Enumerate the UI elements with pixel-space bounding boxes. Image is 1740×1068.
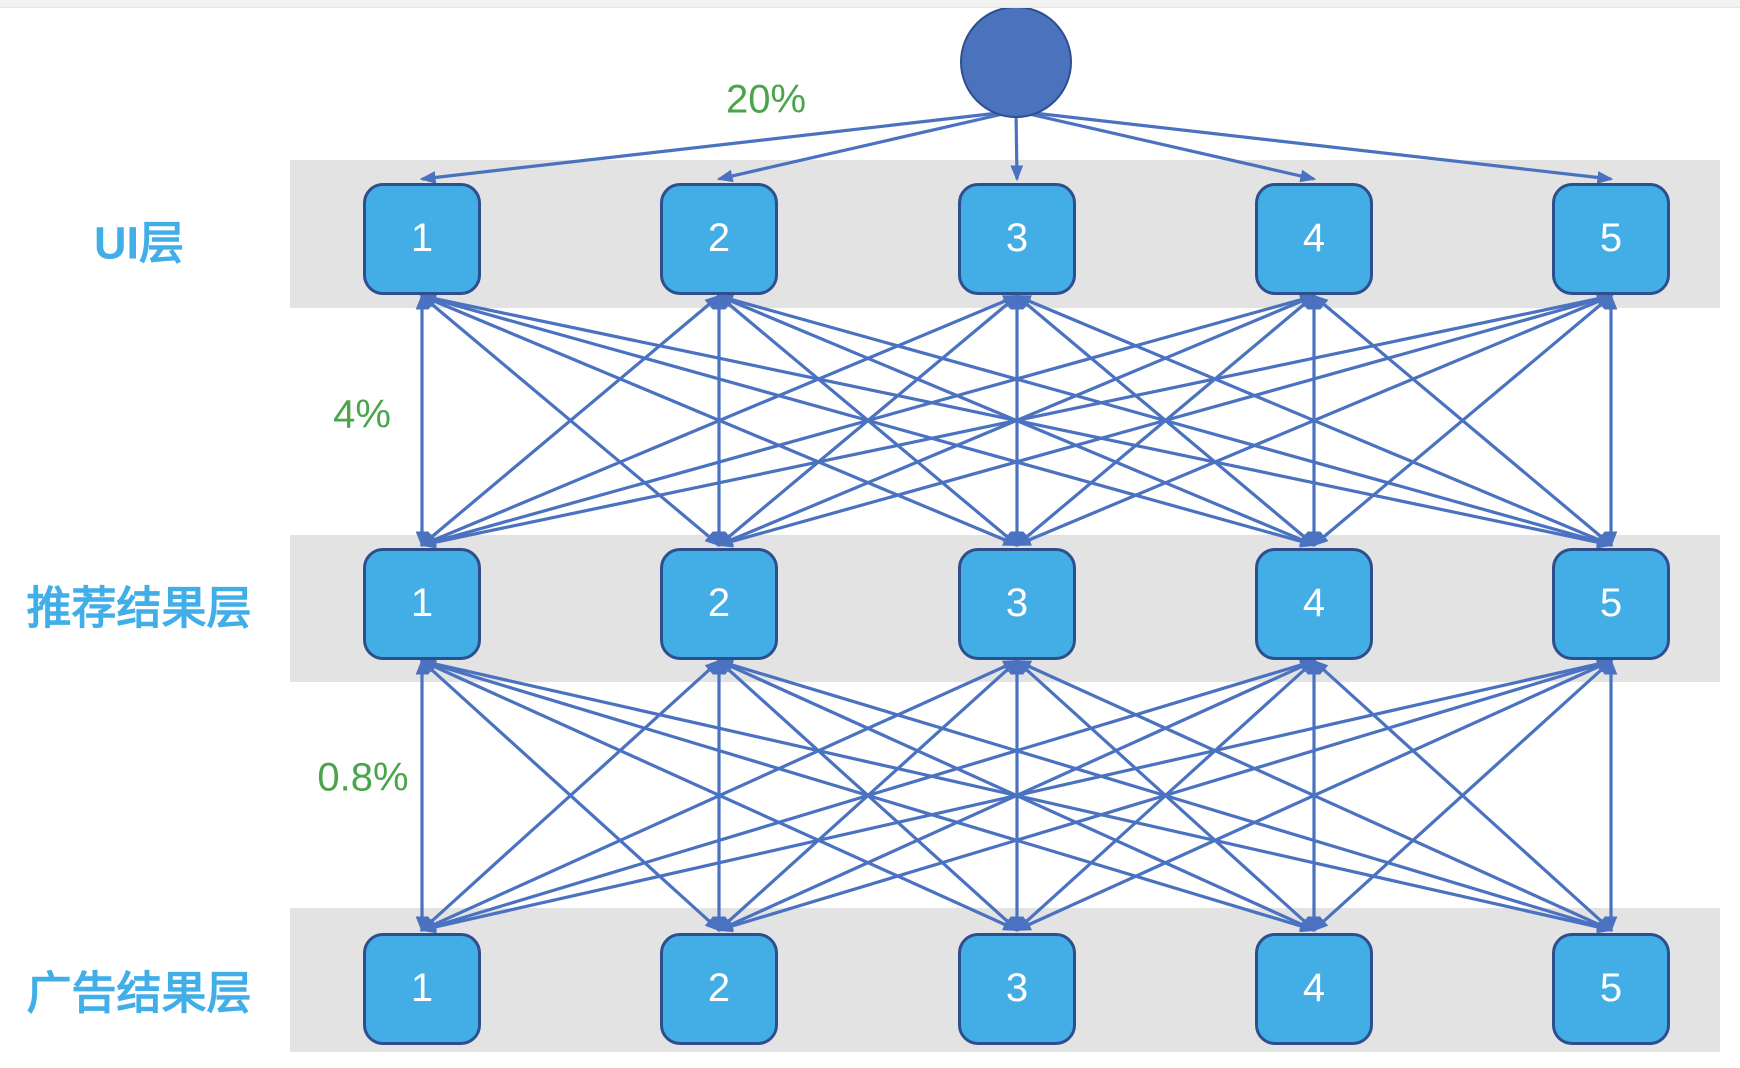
node-ui-2: 2 (660, 183, 778, 295)
layer-label-recommendation: 推荐结果层 (26, 582, 252, 634)
window-top-strip (0, 0, 1740, 8)
edge-root-ui3 (1010, 110, 1024, 182)
node-ad-4: 4 (1255, 933, 1373, 1045)
layer-label-ads: 广告结果层 (26, 967, 252, 1019)
node-ui-3: 3 (958, 183, 1076, 295)
rate-label-ui-to-rec: 4% (333, 392, 391, 437)
edge-root-ui5 (1015, 109, 1614, 184)
rate-label-root-to-ui: 20% (725, 77, 807, 122)
node-ui-5: 5 (1552, 183, 1670, 295)
edge-root-ui4 (1015, 109, 1317, 183)
node-ad-5: 5 (1552, 933, 1670, 1045)
edge-rec5-ad4 (1312, 659, 1613, 932)
node-rec-2: 2 (660, 548, 778, 660)
node-ui-1: 1 (363, 183, 481, 295)
layer-label-ui: UI层 (93, 217, 184, 269)
node-ad-1: 1 (363, 933, 481, 1045)
node-ad-2: 2 (660, 933, 778, 1045)
rate-label-rec-to-ad: 0.8% (317, 755, 409, 800)
edge-root-ui2 (716, 109, 1017, 183)
edge-group (415, 109, 1618, 934)
node-rec-5: 5 (1552, 548, 1670, 660)
edge-root-ui1 (419, 109, 1017, 184)
node-rec-3: 3 (958, 548, 1076, 660)
edge-ui5-rec4 (1312, 294, 1613, 547)
node-ad-3: 3 (958, 933, 1076, 1045)
node-rec-1: 1 (363, 548, 481, 660)
node-ui-4: 4 (1255, 183, 1373, 295)
root-node (960, 6, 1072, 118)
node-rec-4: 4 (1255, 548, 1373, 660)
